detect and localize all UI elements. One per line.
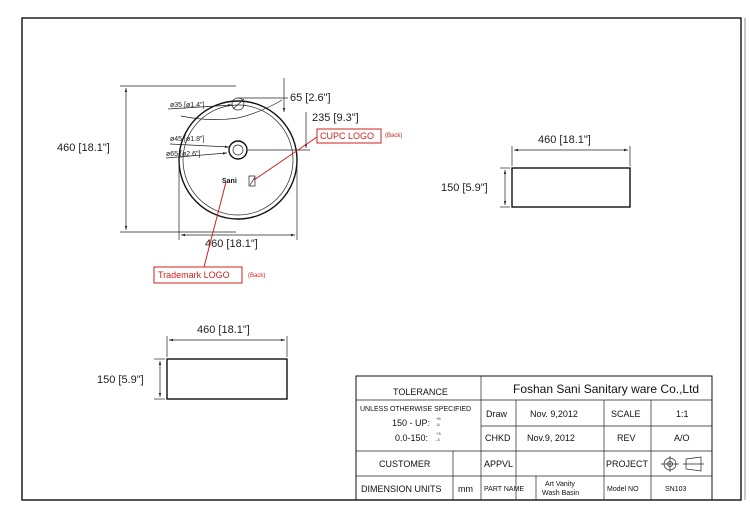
rev-label: REV	[617, 433, 636, 443]
chkd-label: CHKD	[485, 433, 511, 443]
drain-hole-outer	[228, 140, 248, 160]
chkd-date: Nov.9, 2012	[527, 433, 575, 443]
drawing-border	[21, 17, 742, 501]
tolerance-0-150-minus: -3	[436, 437, 440, 442]
trademark-note: (Back)	[248, 273, 265, 279]
cupc-label-box	[316, 128, 382, 144]
trademark-callout: Trademark LOGO (Back)	[153, 181, 265, 284]
tolerance-150-up-minus: -5	[436, 422, 440, 427]
draw-date: Nov. 9,2012	[530, 409, 578, 419]
part-name-line2: Wash Basin	[542, 490, 579, 497]
side-height-label: 150 [5.9"]	[441, 182, 488, 194]
model-no-label: Model NO	[607, 486, 639, 493]
overflow-channel	[180, 99, 283, 120]
side-view-outline	[511, 167, 631, 208]
project-label: PROJECT	[606, 459, 649, 469]
dimension-units-value: mm	[458, 484, 473, 494]
basin-outer-circle	[178, 100, 298, 220]
cupc-label: CUPC LOGO	[320, 131, 374, 141]
basin-inner-circle	[182, 104, 294, 216]
title-block: TOLERANCE UNLESS OTHERWISE SPECIFIED 150…	[355, 375, 713, 501]
hole-65-label: ø65 [ø2.6"]	[166, 151, 200, 158]
company-name: Foshan Sani Sanitary ware Co.,Ltd	[513, 382, 699, 396]
cupc-logo-mark	[248, 175, 256, 187]
offset-top-label: 65 [2.6"]	[290, 92, 331, 104]
offset-center-label: 235 [9.3"]	[312, 112, 359, 124]
model-no-value: SN103	[665, 486, 687, 493]
part-name-label: PART NAME	[484, 486, 524, 493]
side-width-label: 460 [18.1"]	[538, 134, 591, 146]
cupc-callout: CUPC LOGO (Back)	[253, 128, 402, 181]
top-view-height-label: 460 [18.1"]	[57, 142, 110, 154]
side-view-right: 460 [18.1"] 150 [5.9"]	[441, 134, 631, 208]
drain-hole-inner	[232, 144, 244, 156]
trademark-label-box	[153, 266, 243, 284]
appvl-label: APPVL	[484, 459, 513, 469]
rev-value: A/O	[674, 433, 690, 443]
scale-value: 1:1	[676, 409, 689, 419]
top-view-width-label: 460 [18.1"]	[205, 238, 258, 250]
tolerance-heading: TOLERANCE	[393, 387, 448, 397]
draw-label: Draw	[486, 409, 508, 419]
hole-35-label: ø35 [ø1.4"]	[170, 102, 204, 109]
front-width-label: 460 [18.1"]	[197, 324, 250, 336]
tolerance-0-150-plus: +3	[436, 431, 441, 436]
part-name-line1: Art Vanity	[545, 481, 575, 488]
tolerance-0-150: 0.0-150:	[395, 433, 428, 443]
tolerance-150-up-plus: +5	[436, 416, 441, 421]
trademark-label: Trademark LOGO	[158, 270, 230, 280]
tolerance-unless: UNLESS OTHERWISE SPECIFIED	[360, 406, 471, 413]
cupc-note: (Back)	[385, 133, 402, 139]
front-view: 460 [18.1"] 150 [5.9"]	[97, 324, 288, 400]
front-height-label: 150 [5.9"]	[97, 374, 144, 386]
tolerance-150-up: 150 - UP:	[392, 418, 430, 428]
brand-mark: Sani	[222, 178, 237, 185]
scale-label: SCALE	[611, 409, 641, 419]
dimension-units-label: DIMENSION UNITS	[361, 484, 442, 494]
hole-45-label: ø45 [ø1.8"]	[170, 136, 204, 143]
front-view-outline	[166, 358, 288, 400]
top-view: Sani 460 [18.1"] 460 [18.1"] 65 [2.6"] 2…	[57, 78, 359, 250]
projection-symbol-icon	[661, 456, 704, 472]
customer-label: CUSTOMER	[379, 459, 431, 469]
